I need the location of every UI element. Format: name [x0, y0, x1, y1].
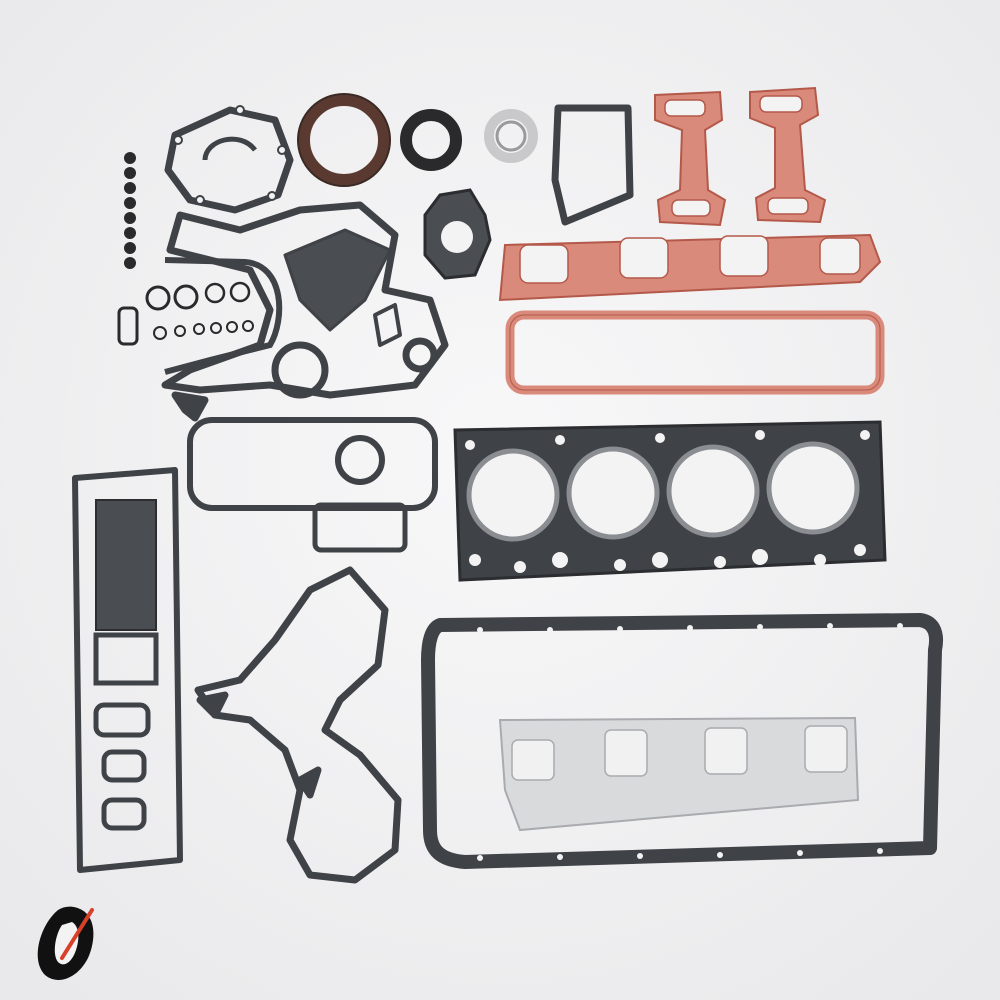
timing-gear-gasket	[194, 566, 402, 884]
brand-logo-icon	[37, 906, 94, 980]
thermostat-gasket	[423, 188, 492, 280]
valve-stem-seals	[124, 152, 136, 269]
intake-port-gaskets	[654, 86, 827, 227]
timing-case-seal	[164, 257, 283, 375]
exhaust-manifold-gasket	[498, 716, 860, 832]
timing-cover-gasket	[161, 201, 449, 422]
crank-seals	[297, 93, 538, 187]
side-cover-gasket	[551, 104, 634, 226]
oil-pan-gasket	[421, 613, 944, 869]
oil-cooler-gasket	[187, 417, 438, 553]
water-pump-gasket	[164, 105, 294, 214]
valve-cover-gasket	[72, 467, 183, 873]
cylinder-head-gasket	[453, 420, 887, 582]
o-ring-set	[117, 281, 254, 346]
rocker-cover-gasket	[505, 310, 885, 395]
manifold-gasket	[498, 233, 882, 302]
